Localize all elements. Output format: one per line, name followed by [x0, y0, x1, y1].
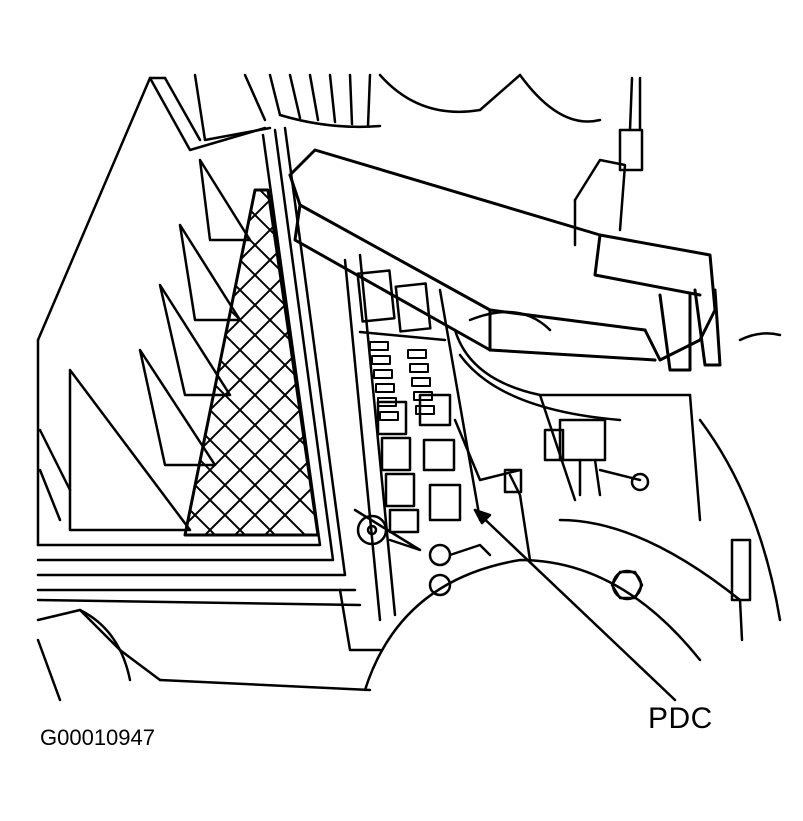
strut-tower — [365, 333, 780, 690]
sensor-probe — [575, 78, 642, 245]
air-cleaner-housing — [38, 78, 360, 605]
electrical-connector — [505, 420, 648, 560]
lower-frame — [38, 590, 380, 700]
brake-reservoir — [455, 312, 700, 520]
ground-studs — [355, 510, 642, 599]
intake-duct — [195, 75, 600, 140]
pdc-callout-label: PDC — [648, 702, 713, 735]
power-distribution-center — [345, 255, 480, 620]
pdc-cover — [290, 150, 720, 370]
figure-id: G00010947 — [40, 725, 155, 750]
pdc-leader-line — [475, 510, 675, 700]
